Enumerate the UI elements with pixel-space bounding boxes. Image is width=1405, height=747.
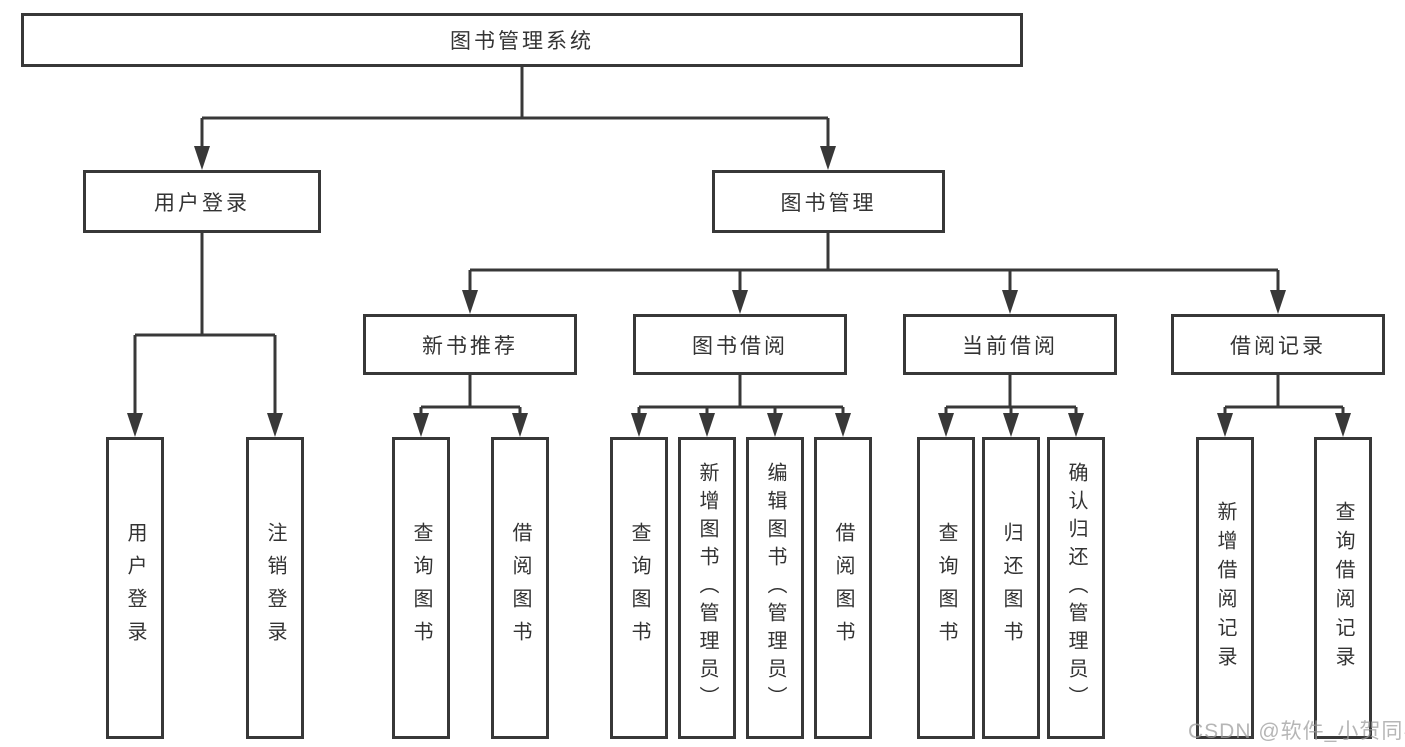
leaf-add-book-admin: 新增图书（管理员） — [678, 437, 736, 739]
leaf-user-login: 用户登录 — [106, 437, 164, 739]
leaf-borrow-borrow-books: 借阅图书 — [814, 437, 872, 739]
connector-root-to-level2 — [194, 67, 836, 170]
node-book-borrow: 图书借阅 — [633, 314, 847, 375]
leaf-confirm-return-admin: 确认归还（管理员） — [1047, 437, 1105, 739]
connector-book-mgmt-to-level3 — [462, 233, 1286, 314]
node-root-system: 图书管理系统 — [21, 13, 1023, 67]
node-borrow-records: 借阅记录 — [1171, 314, 1385, 375]
leaf-logout: 注销登录 — [246, 437, 304, 739]
node-new-book-recommend: 新书推荐 — [363, 314, 577, 375]
leaf-recommend-borrow-books: 借阅图书 — [491, 437, 549, 739]
connector-user-login-to-children — [127, 233, 283, 437]
csdn-watermark: CSDN @软件_小贺同学 — [1188, 720, 1405, 743]
connector-current-borrow-to-children — [938, 375, 1084, 437]
leaf-add-borrow-record: 新增借阅记录 — [1196, 437, 1254, 739]
node-book-mgmt: 图书管理 — [712, 170, 945, 233]
leaf-borrow-query-books: 查询图书 — [610, 437, 668, 739]
leaf-recommend-query-books: 查询图书 — [392, 437, 450, 739]
connector-book-borrow-to-children — [631, 375, 851, 437]
leaf-edit-book-admin: 编辑图书（管理员） — [746, 437, 804, 739]
leaf-current-query-books: 查询图书 — [917, 437, 975, 739]
connector-recommend-to-children — [413, 375, 528, 437]
node-current-borrow: 当前借阅 — [903, 314, 1117, 375]
leaf-query-borrow-record: 查询借阅记录 — [1314, 437, 1372, 739]
leaf-return-book: 归还图书 — [982, 437, 1040, 739]
node-user-login: 用户登录 — [83, 170, 321, 233]
connector-borrow-records-to-children — [1217, 375, 1351, 437]
